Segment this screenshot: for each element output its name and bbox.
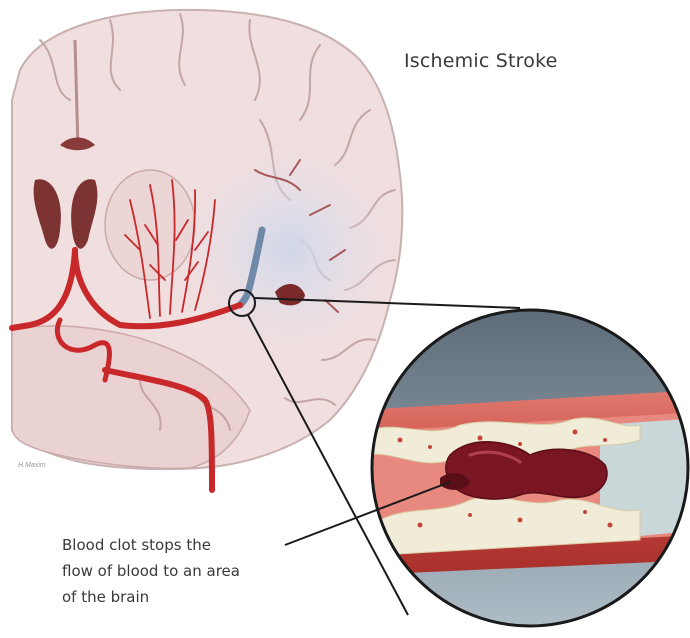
magnified-vessel-view <box>360 310 690 626</box>
diagram-title: Ischemic Stroke <box>404 50 558 72</box>
clot-caption: Blood clot stops the flow of blood to an… <box>62 532 322 610</box>
caption-line-1: Blood clot stops the <box>62 532 322 558</box>
caption-line-2: flow of blood to an area <box>62 558 322 584</box>
artist-signature: H.Maxim <box>18 462 46 469</box>
caption-line-3: of the brain <box>62 584 322 610</box>
ischemic-region <box>180 140 400 360</box>
